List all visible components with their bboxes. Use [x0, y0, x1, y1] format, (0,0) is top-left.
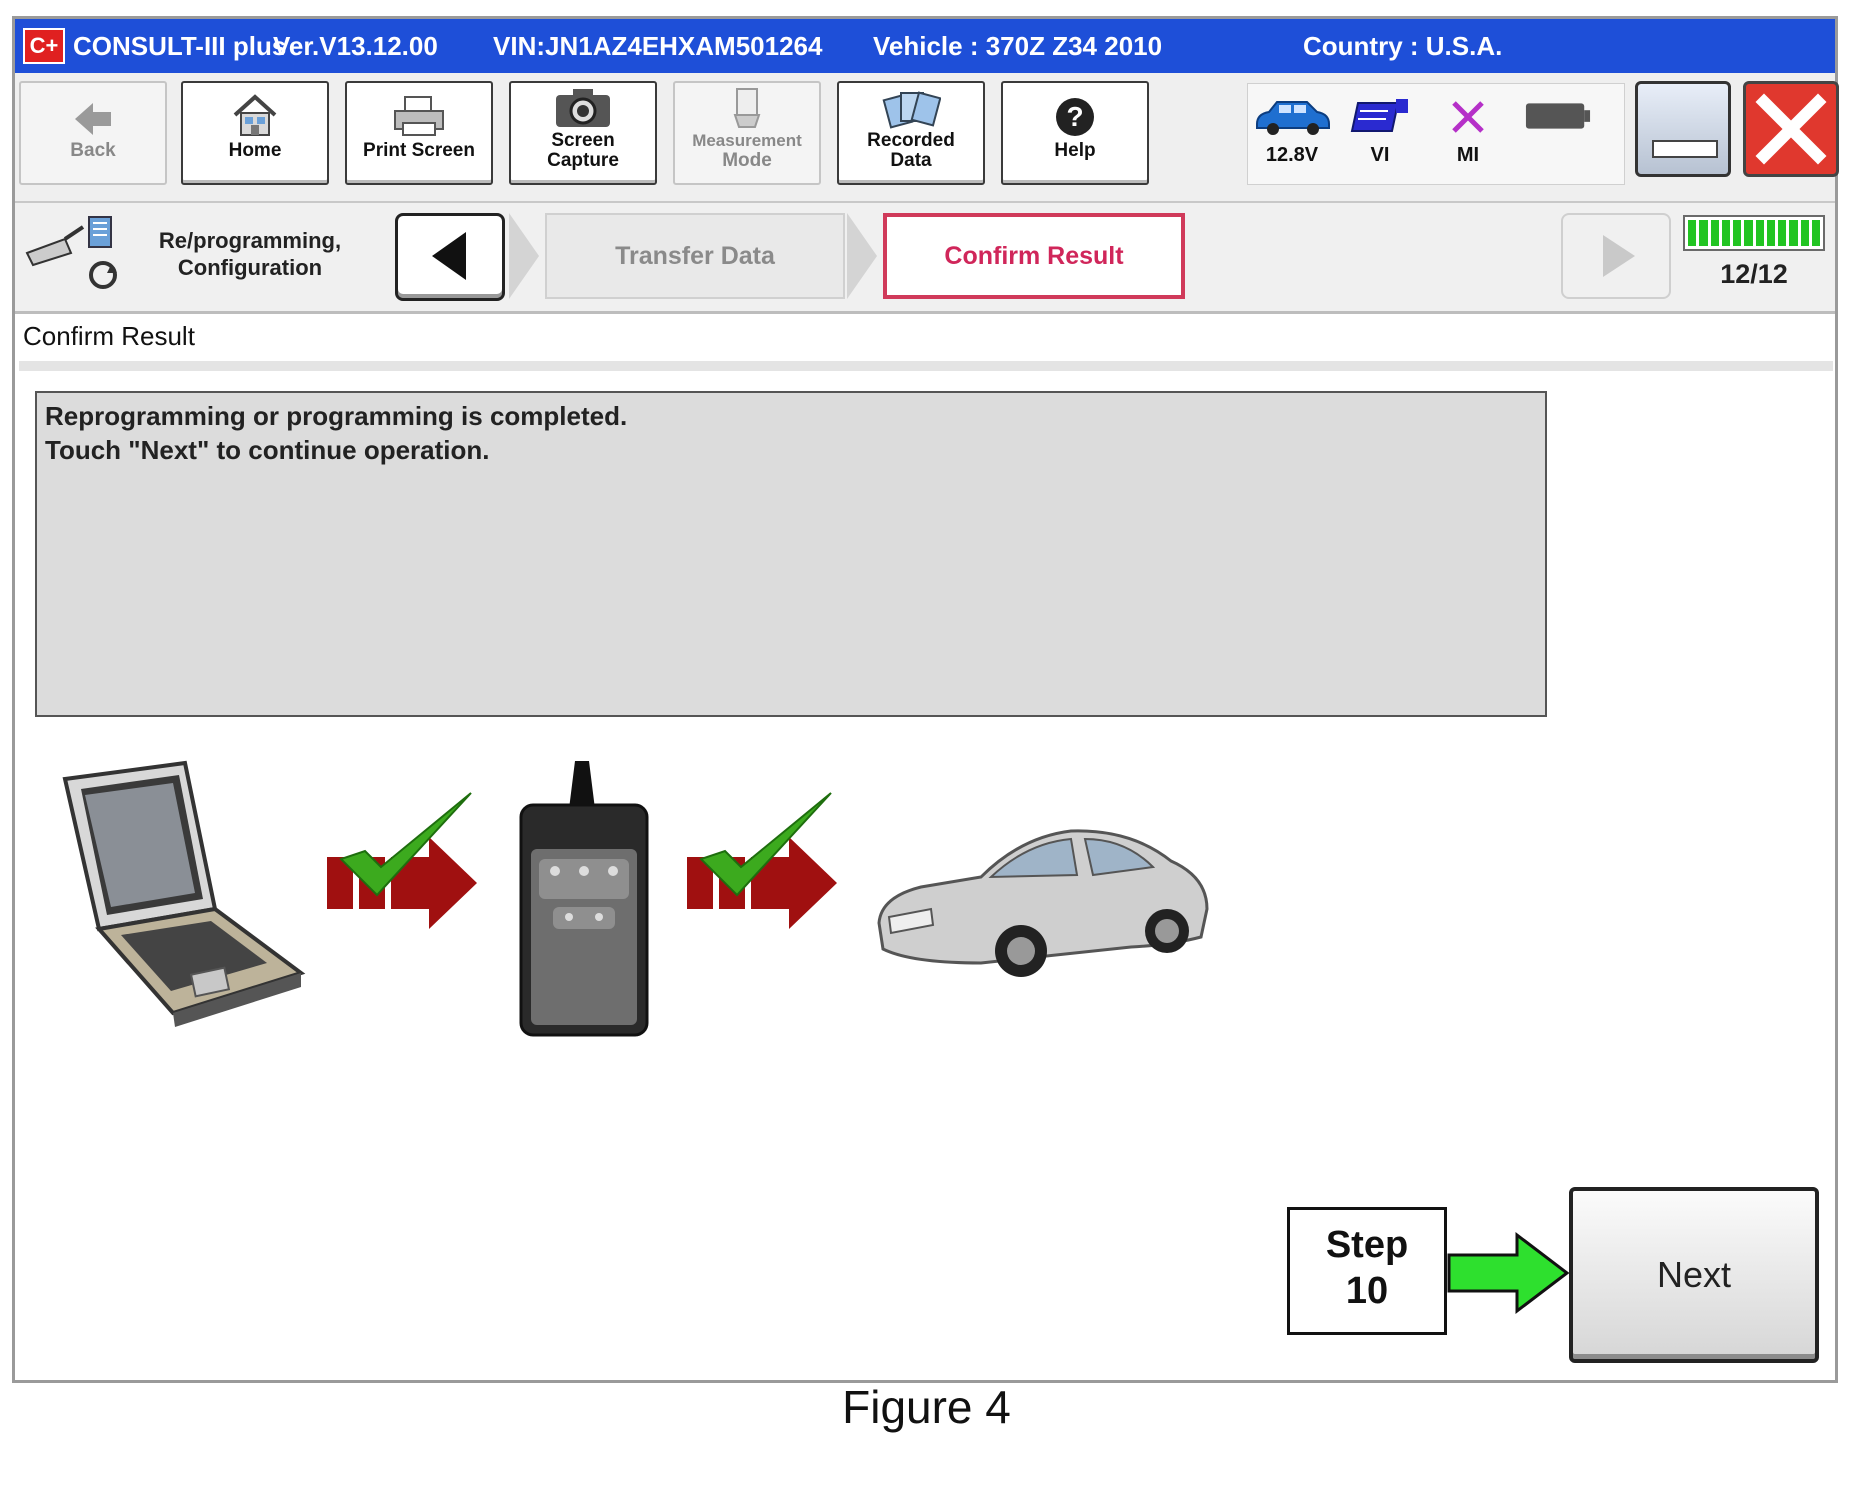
nav-title-line-1: Re/programming,	[158, 228, 342, 253]
message-box: Reprogramming or programming is complete…	[35, 391, 1547, 717]
measurement-mode-button[interactable]: Measurement Mode	[673, 81, 821, 185]
help-button[interactable]: ? Help	[1001, 81, 1149, 185]
progress-segment	[1733, 220, 1742, 246]
measurement-label-2: Mode	[722, 150, 772, 171]
message-line-1: Reprogramming or programming is complete…	[45, 401, 628, 431]
progress-segment	[1766, 220, 1775, 246]
back-button[interactable]: Back	[19, 81, 167, 185]
svg-text:?: ?	[1066, 101, 1083, 132]
consult-logo-icon: C+	[23, 28, 65, 64]
next-step-button-disabled[interactable]	[1561, 213, 1671, 299]
message-line-2: Touch "Next" to continue operation.	[45, 435, 490, 465]
chevron-separator-1	[509, 213, 539, 299]
close-icon	[1755, 93, 1827, 165]
car-illustration	[871, 813, 1221, 998]
triangle-left-icon	[432, 232, 466, 280]
red-arrow-check-2	[681, 787, 851, 942]
progress-segment	[1755, 220, 1764, 246]
progress-segment	[1811, 220, 1820, 246]
progress-segment	[1744, 220, 1753, 246]
triangle-right-icon	[1603, 235, 1635, 277]
progress-segment	[1800, 220, 1809, 246]
progress-segment	[1699, 220, 1708, 246]
screen-capture-button[interactable]: Screen Capture	[509, 81, 657, 185]
recorded-data-label-2: Data	[890, 150, 932, 171]
reprogramming-tool-icon	[21, 213, 121, 304]
screen-capture-label-1: Screen	[551, 130, 615, 151]
recorded-data-icon	[839, 83, 983, 129]
status-panel: 12.8V VI MI	[1247, 83, 1625, 185]
step-annotation: Step 10	[1287, 1207, 1447, 1335]
minimize-button[interactable]	[1635, 81, 1731, 177]
figure-caption: Figure 4	[842, 1381, 1011, 1433]
car-icon	[1252, 90, 1332, 144]
close-button[interactable]	[1743, 81, 1839, 177]
print-screen-label: Print Screen	[363, 140, 475, 161]
voltage-value: 12.8V	[1265, 144, 1319, 166]
next-button-label: Next	[1656, 1254, 1732, 1295]
step-confirm-result: Confirm Result	[883, 213, 1185, 299]
home-button[interactable]: Home	[181, 81, 329, 185]
mi-status: MI	[1428, 90, 1508, 167]
red-arrow-check-1	[321, 787, 491, 942]
camera-icon	[511, 83, 655, 129]
recorded-data-label-1: Recorded	[867, 130, 955, 151]
battery-voltage-status: 12.8V	[1252, 90, 1332, 167]
progress-count: 12/12	[1720, 259, 1788, 289]
screen-capture-label-2: Capture	[547, 150, 619, 171]
previous-step-button[interactable]	[395, 213, 505, 301]
vin-label: VIN:JN1AZ4EHXAM501264	[493, 31, 823, 61]
green-arrow-icon	[1447, 1231, 1571, 1320]
vi-device-illustration	[509, 759, 659, 1044]
vehicle-label: Vehicle : 370Z Z34 2010	[873, 31, 1163, 61]
progress-segment	[1710, 220, 1719, 246]
laptop-illustration	[55, 759, 315, 1044]
consult-window: C+ CONSULT-III plus Ver.V13.12.00 VIN:JN…	[12, 16, 1839, 1383]
step-transfer-data: Transfer Data	[545, 213, 845, 299]
progress-bar	[1683, 215, 1825, 251]
mi-disconnected-icon	[1428, 90, 1508, 144]
step-annotation-number: 10	[1345, 1270, 1389, 1312]
minimize-icon	[1652, 140, 1718, 158]
print-screen-button[interactable]: Print Screen	[345, 81, 493, 185]
progress-segment	[1778, 220, 1787, 246]
step-annotation-label: Step	[1325, 1224, 1409, 1266]
help-label: Help	[1054, 140, 1096, 161]
app-name: CONSULT-III plus	[73, 31, 287, 61]
vi-status: VI	[1340, 90, 1420, 167]
nav-title: Re/programming, Configuration	[135, 227, 365, 281]
nav-title-line-2: Configuration	[177, 255, 323, 280]
step-transfer-label: Transfer Data	[615, 241, 775, 270]
printer-icon	[347, 83, 491, 139]
recorded-data-button[interactable]: Recorded Data	[837, 81, 985, 185]
title-bar: C+ CONSULT-III plus Ver.V13.12.00 VIN:JN…	[15, 19, 1835, 73]
battery-icon	[1512, 90, 1592, 144]
vi-connector-icon	[1340, 90, 1420, 144]
section-divider	[19, 361, 1833, 371]
step-confirm-label: Confirm Result	[944, 241, 1124, 270]
home-icon	[183, 83, 327, 139]
country-label: Country : U.S.A.	[1303, 31, 1503, 61]
back-label: Back	[70, 140, 116, 161]
next-button[interactable]: Next	[1569, 1187, 1819, 1363]
measurement-icon	[675, 83, 819, 129]
progress-segment	[1721, 220, 1730, 246]
home-label: Home	[228, 140, 282, 161]
progress-segment	[1789, 220, 1798, 246]
chevron-separator-2	[847, 213, 877, 299]
help-icon: ?	[1003, 83, 1147, 139]
progress-segment	[1688, 220, 1697, 246]
mi-label: MI	[1456, 144, 1480, 166]
step-navigation-bar: Re/programming, Configuration Transfer D…	[15, 203, 1835, 314]
back-arrow-icon	[21, 83, 165, 139]
section-title: Confirm Result	[23, 321, 195, 351]
measurement-label-1: Measurement	[692, 131, 802, 150]
app-version: Ver.V13.12.00	[273, 31, 438, 61]
vi-label: VI	[1370, 144, 1390, 166]
toolbar: Back Home Print Screen Screen Capture	[15, 73, 1839, 203]
battery-status	[1512, 90, 1592, 144]
